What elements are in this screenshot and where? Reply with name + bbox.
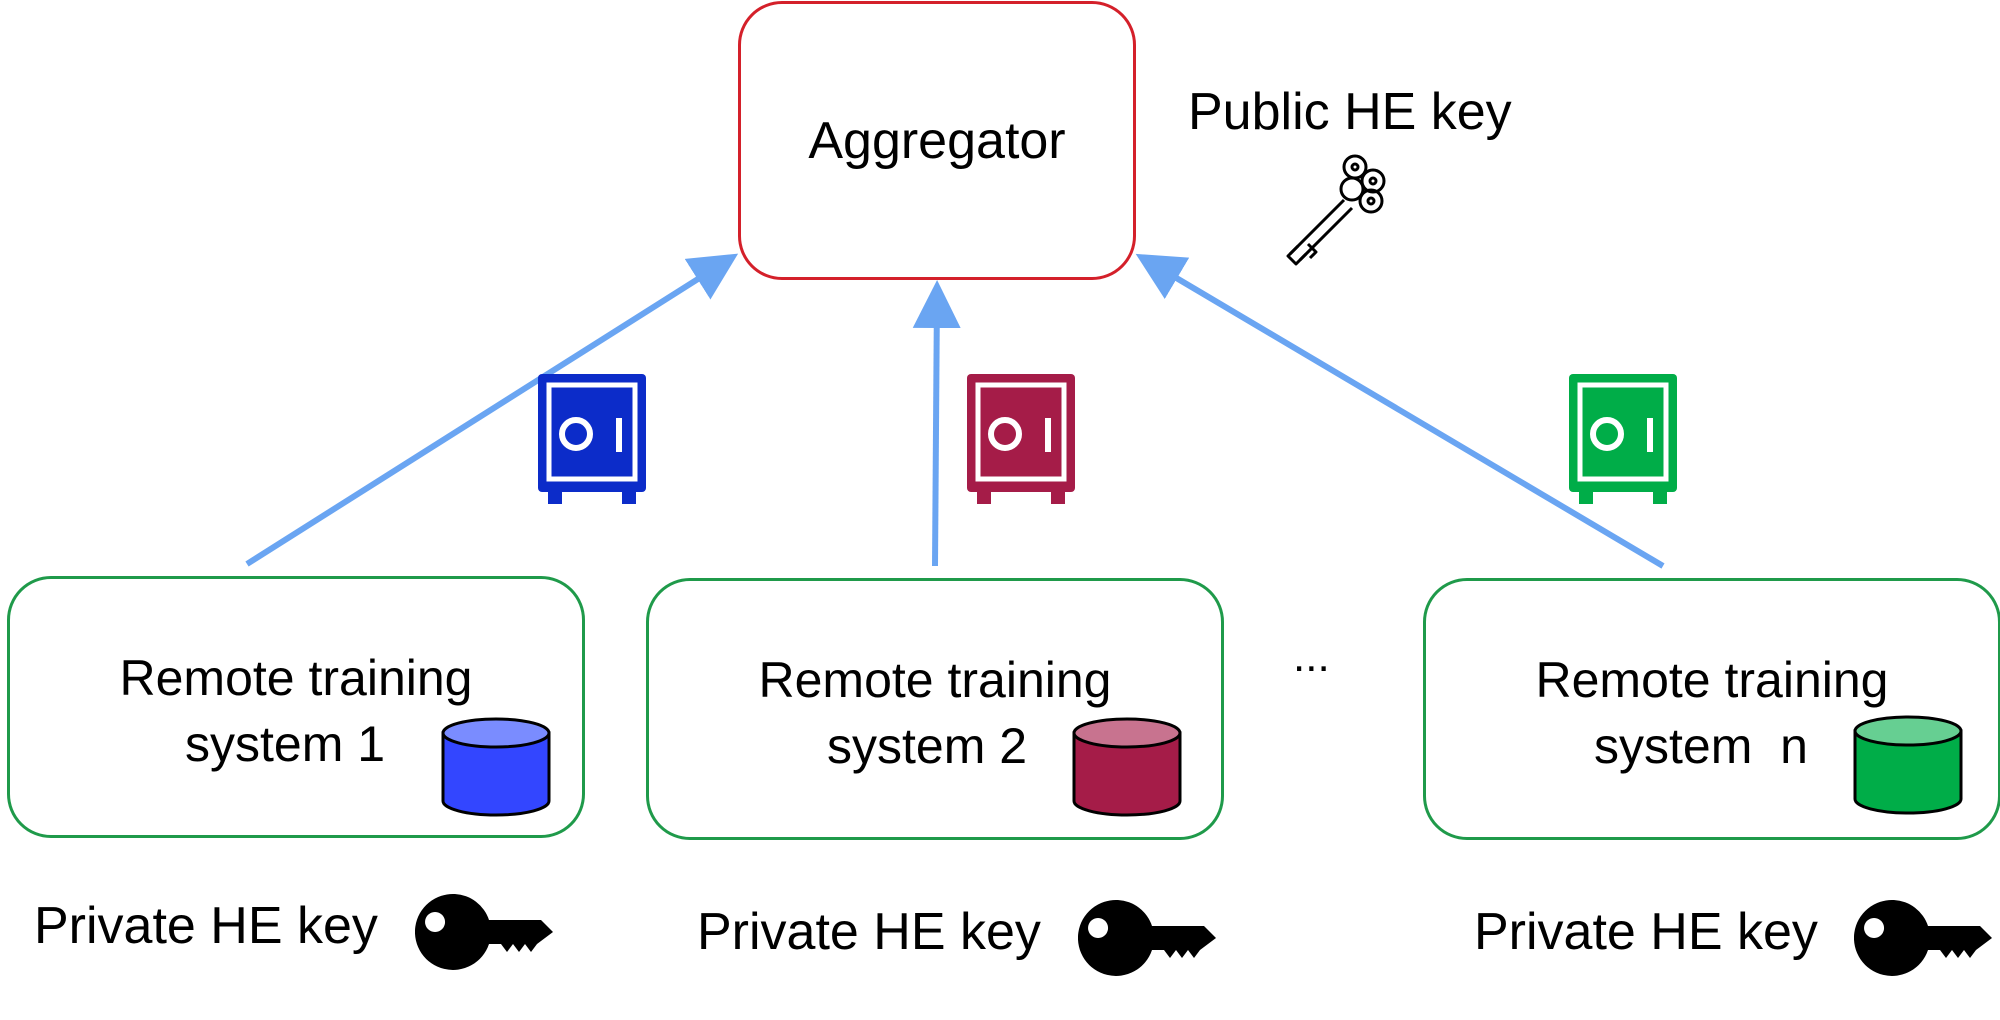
remote-system-1-title: Remote training bbox=[119, 650, 473, 706]
arrow-system-1-to-aggregator bbox=[245, 253, 739, 567]
remote-system-n-subtitle: system n bbox=[1594, 718, 1808, 774]
remote-system-1-box: Remote training system 1 bbox=[7, 576, 585, 838]
private-key-label-n: Private HE key bbox=[1474, 903, 1818, 961]
safe-body bbox=[538, 374, 646, 504]
ellipsis: ... bbox=[1293, 632, 1330, 681]
safe-body bbox=[967, 374, 1075, 504]
remote-system-2-subtitle: system 2 bbox=[827, 718, 1028, 774]
database-icon-system-2 bbox=[1072, 717, 1182, 817]
safe-icon-system-2 bbox=[967, 374, 1075, 504]
key-icon bbox=[1854, 899, 1992, 976]
remote-system-1-subtitle: system 1 bbox=[185, 716, 386, 772]
private-key-label-2: Private HE key bbox=[697, 903, 1041, 961]
remote-system-2-title: Remote training bbox=[758, 652, 1112, 708]
arrow-system-n-to-aggregator bbox=[1135, 253, 1665, 569]
private-key-label-1: Private HE key bbox=[34, 897, 378, 955]
key-icon bbox=[1078, 899, 1216, 976]
arrow-system-2-to-aggregator bbox=[912, 280, 961, 567]
database-icon-system-1 bbox=[441, 717, 551, 817]
aggregator-label: Aggregator bbox=[808, 111, 1066, 170]
remote-system-n-box: Remote training system n bbox=[1423, 578, 2000, 840]
ornate-key-icon bbox=[1286, 154, 1386, 266]
remote-system-n-title: Remote training bbox=[1535, 652, 1889, 708]
safe-icon-system-1 bbox=[538, 374, 646, 504]
key-icon bbox=[415, 893, 553, 970]
safe-icon-system-n bbox=[1569, 374, 1677, 504]
safe-body bbox=[1569, 374, 1677, 504]
database-icon-system-n bbox=[1853, 715, 1963, 815]
public-key-label: Public HE key bbox=[1188, 83, 1512, 141]
aggregator-box: Aggregator bbox=[738, 1, 1136, 280]
remote-system-2-box: Remote training system 2 bbox=[646, 578, 1224, 840]
